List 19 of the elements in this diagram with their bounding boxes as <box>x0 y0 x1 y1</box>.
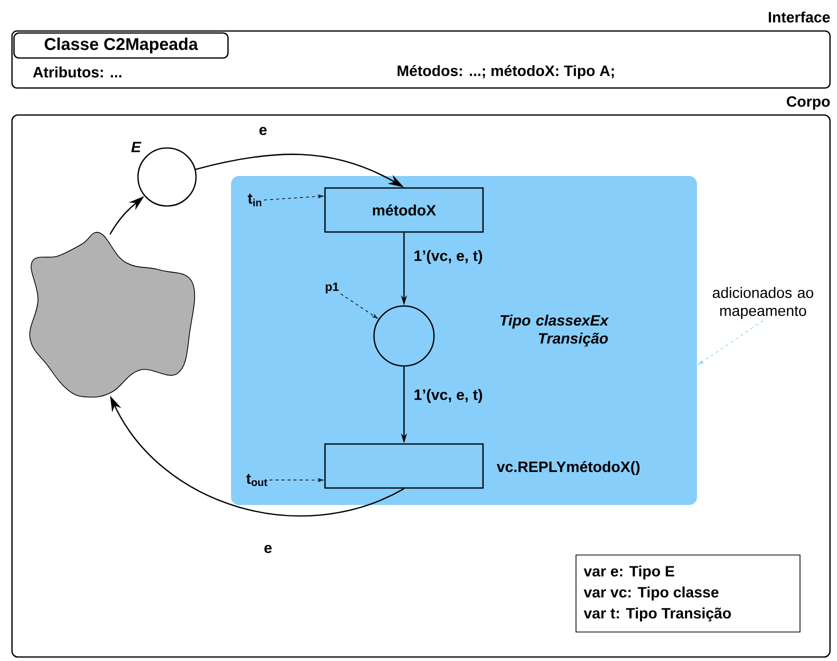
leader-text: p1 <box>326 282 339 294</box>
edge-label: 1’(vc, e, t) <box>414 250 482 264</box>
node-label: vc.REPLYmétodoX() <box>496 460 640 476</box>
transition-box: vc.REPLYmétodoX() <box>324 443 640 489</box>
transition-box: métodoX <box>324 187 484 233</box>
edge-label: e <box>264 544 272 554</box>
leader-text: t$_{in}$ <box>248 194 262 206</box>
class-name-box: Classe C2Mapeada <box>13 32 229 59</box>
edge-label: e <box>259 126 267 136</box>
declaration-box: var e: Tipo E var vc: Tipo classe var t: Tipo Transição <box>576 554 800 632</box>
type-label: Tipo classexEx Transição <box>500 314 609 347</box>
cloud-shape <box>29 232 196 398</box>
node-label: Corpo <box>786 96 830 110</box>
node-label: E <box>131 142 142 152</box>
place-circle <box>373 305 435 367</box>
leader-text: t$_{out}$ <box>246 474 268 486</box>
node-label: Interface <box>768 11 830 22</box>
edge-label: 1’(vc, e, t) <box>414 389 482 403</box>
note-text: adicionados ao mapeamento <box>712 287 814 319</box>
